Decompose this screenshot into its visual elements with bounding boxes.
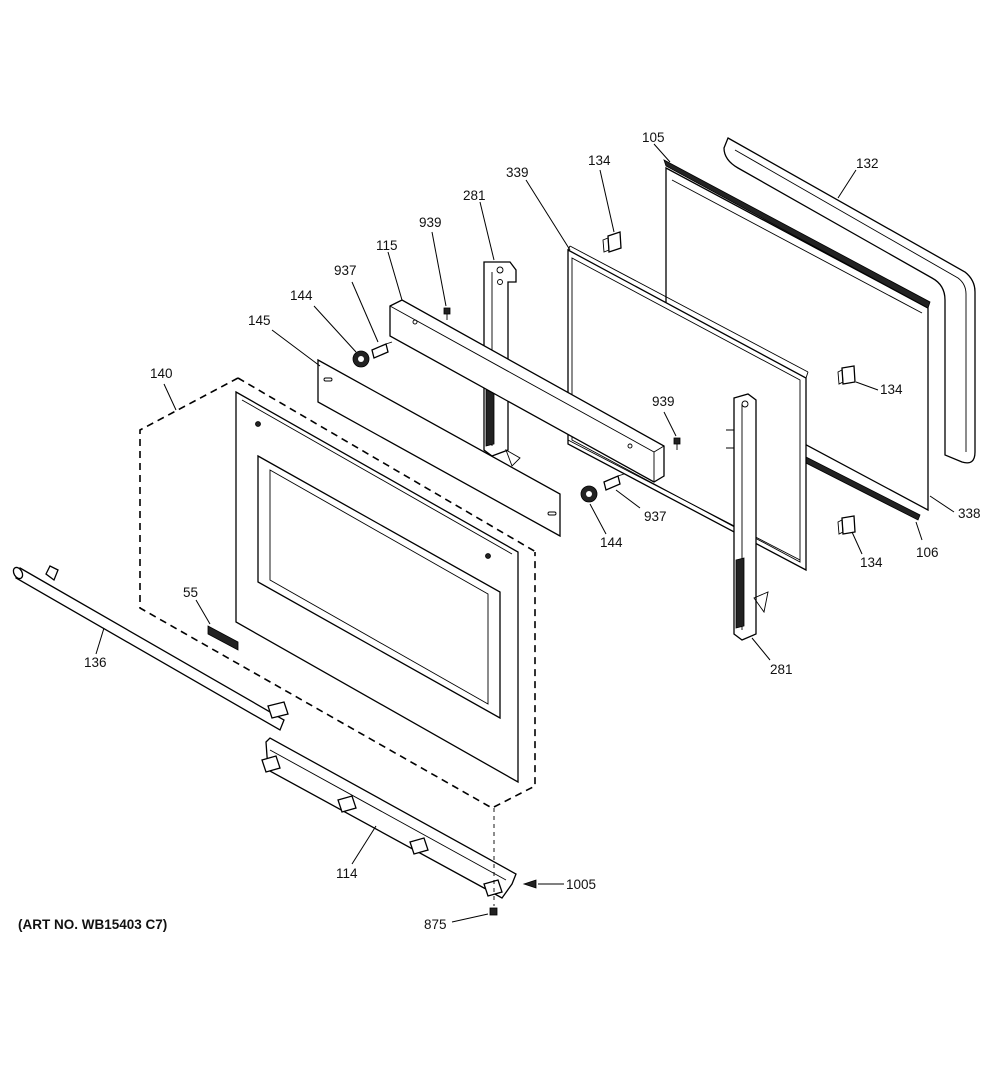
callout-115: 115 [376, 238, 398, 253]
leader-lines [95, 143, 955, 923]
part-281-hinge-right [726, 393, 769, 641]
part-145-vent-plate [317, 358, 561, 538]
part-134-clip-low [837, 515, 856, 535]
callout-937-right: 937 [644, 509, 667, 524]
part-939-screw-left [443, 307, 451, 320]
art-number: (ART NO. WB15403 C7) [18, 917, 167, 932]
callout-939-left: 939 [419, 215, 442, 230]
part-140-door-assembly-outline [139, 377, 537, 809]
callout-937-left: 937 [334, 263, 357, 278]
callout-55: 55 [183, 585, 198, 600]
callout-106: 106 [916, 545, 939, 560]
callout-105: 105 [642, 130, 665, 145]
callout-144-left: 144 [290, 288, 313, 303]
callout-338: 338 [958, 506, 981, 521]
part-937-pin-right [603, 473, 625, 491]
part-132-gasket-frame [723, 137, 976, 464]
part-55-nameplate [207, 625, 239, 651]
part-136-door-handle [12, 565, 289, 731]
part-939-screw-right [673, 437, 681, 450]
part-105-glass-seal-top [663, 159, 931, 309]
callout-132: 132 [856, 156, 879, 171]
part-144-bumper-left [352, 350, 370, 368]
callout-145: 145 [248, 313, 271, 328]
callout-134-top: 134 [588, 153, 611, 168]
part-134-clip-top [602, 231, 622, 253]
callout-281-top: 281 [463, 188, 486, 203]
callout-144-right: 144 [600, 535, 623, 550]
callout-939-right: 939 [652, 394, 675, 409]
part-1005-screw [522, 879, 537, 889]
part-937-pin-left [371, 341, 393, 359]
callout-140: 140 [150, 366, 173, 381]
callout-339: 339 [506, 165, 529, 180]
callout-134-low: 134 [860, 555, 883, 570]
callout-134-mid: 134 [880, 382, 903, 397]
callout-1005: 1005 [566, 877, 596, 892]
part-114-bottom-trim [261, 737, 517, 899]
callout-281-low: 281 [770, 662, 793, 677]
callout-114: 114 [336, 866, 358, 881]
door-outer-panel [235, 390, 519, 784]
callout-875: 875 [424, 917, 447, 932]
part-875-screw [489, 907, 498, 916]
callout-136: 136 [84, 655, 107, 670]
part-144-bumper-right [580, 485, 598, 503]
part-134-clip-mid [837, 365, 856, 385]
